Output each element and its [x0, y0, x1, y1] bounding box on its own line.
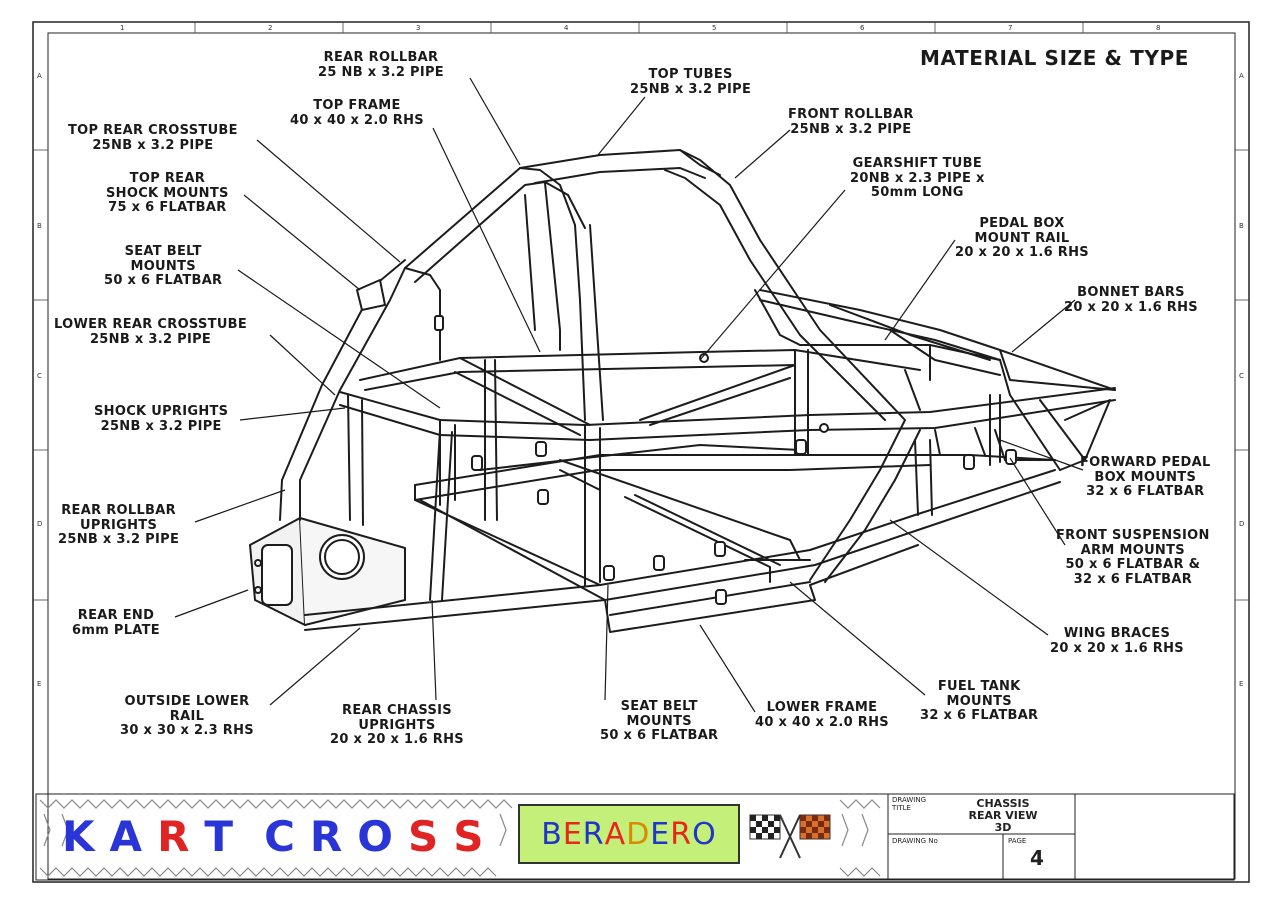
column-marker: 2 [268, 24, 273, 32]
page-number: 4 [1030, 846, 1044, 870]
row-marker: C [1239, 372, 1244, 380]
row-marker: E [37, 680, 42, 688]
column-marker: 3 [416, 24, 421, 32]
logo-letter: T [204, 812, 249, 861]
logo-letter: R [309, 812, 358, 861]
row-marker: E [1239, 680, 1244, 688]
page-label: PAGE [1008, 837, 1027, 845]
logo-letter: R [157, 812, 205, 861]
logo-letter: R [582, 816, 605, 852]
kartcross-logo: KART CROSS [62, 812, 498, 861]
logo-letter: K [62, 812, 110, 861]
page-title: MATERIAL SIZE & TYPE [920, 46, 1189, 70]
logo-letter: E [562, 816, 583, 852]
row-marker: A [1239, 72, 1244, 80]
column-marker: 1 [120, 24, 125, 32]
drawing-no-label: DRAWING No [892, 837, 938, 845]
logo-letter: D [626, 816, 651, 852]
row-marker: B [37, 222, 42, 230]
row-marker: A [37, 72, 42, 80]
logo-letter: C [264, 812, 310, 861]
row-marker: C [37, 372, 42, 380]
column-marker: 7 [1008, 24, 1013, 32]
logo-letter: A [604, 816, 627, 852]
logo-letter: S [407, 812, 454, 861]
column-marker: 5 [712, 24, 717, 32]
logo-letter: R [670, 816, 693, 852]
logo-letter: E [650, 816, 671, 852]
row-marker: B [1239, 222, 1244, 230]
flags-logo [749, 814, 831, 859]
row-marker: D [37, 520, 43, 528]
logo-letter: O [692, 816, 717, 852]
logo-letter: S [453, 812, 499, 861]
column-marker: 6 [860, 24, 865, 32]
logo-letter: A [109, 812, 158, 861]
logo-letter: O [357, 812, 408, 861]
column-marker: 4 [564, 24, 569, 32]
row-marker: D [1239, 520, 1245, 528]
column-marker: 8 [1156, 24, 1161, 32]
logo-letter: B [541, 816, 563, 852]
